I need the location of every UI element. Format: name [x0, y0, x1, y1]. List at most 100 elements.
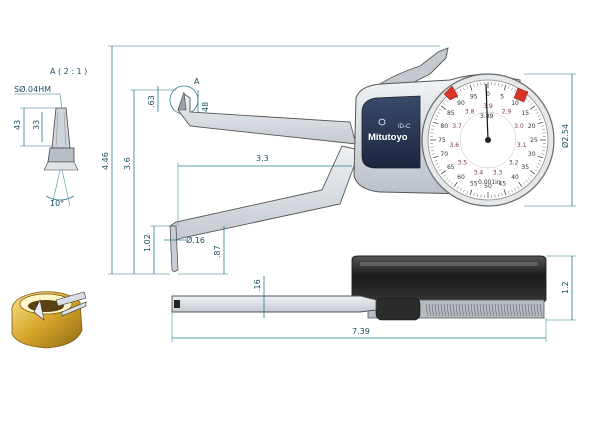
dial-inner-number: 3.7 — [452, 123, 462, 130]
side-probe-tip — [174, 300, 180, 308]
knurl-line — [446, 303, 449, 317]
dial-tick — [508, 86, 510, 89]
dial-tick — [525, 179, 528, 183]
detail-view-a: A ( 2 : 1 ) SØ.04HM 43 33 10° — [13, 67, 87, 208]
dial-tick — [434, 160, 437, 162]
dial-inner-number: 2.9 — [502, 108, 512, 115]
dial-tick — [537, 163, 541, 165]
dial-tick — [438, 169, 442, 172]
dial-outer-number: 15 — [521, 110, 529, 117]
knurl-line — [497, 303, 500, 317]
knurl-line — [506, 303, 509, 317]
dim-446: 4.46 — [101, 152, 110, 170]
dial-tick — [534, 108, 538, 111]
knurl-line — [431, 303, 434, 317]
dial-outer-number: 40 — [511, 174, 519, 181]
knurl-line — [524, 303, 527, 317]
dial-tick — [539, 160, 542, 162]
dial-inner-number: 3.3 — [493, 170, 503, 177]
dial-outer-number: 30 — [528, 151, 536, 158]
limit-marker-right — [513, 87, 529, 103]
dim-12: 1.2 — [561, 281, 570, 294]
dial-tick — [456, 186, 459, 190]
dial-tick — [440, 170, 447, 175]
dial-tick — [511, 87, 513, 91]
dim-87: .87 — [213, 245, 222, 258]
dial-tick — [466, 86, 468, 89]
dial-tick — [536, 166, 539, 169]
knurl-line — [485, 303, 488, 317]
dial-tick — [501, 193, 503, 197]
dim-48: 48 — [201, 102, 210, 112]
knurl-line — [467, 303, 470, 317]
dial-tick — [498, 82, 500, 87]
dial-tick — [530, 174, 533, 178]
dial-tick — [537, 121, 544, 125]
knurl-line — [452, 303, 455, 317]
dial-tick — [438, 108, 442, 111]
dial-tick — [530, 102, 533, 106]
dial-hub — [485, 137, 491, 143]
knurl-line — [539, 303, 542, 317]
knurl-line — [488, 303, 491, 317]
dial-tick — [459, 89, 462, 92]
dim-36: 3.6 — [123, 157, 132, 170]
dial-tick — [514, 188, 517, 191]
dial-tick — [537, 115, 541, 117]
knurl-line — [530, 303, 533, 317]
dial-outer-number: 85 — [447, 110, 455, 117]
dial-tick — [432, 121, 439, 125]
dial-tick — [437, 166, 440, 169]
dial-tick — [445, 177, 449, 180]
dial-tick — [443, 102, 446, 106]
dial-tick — [501, 83, 503, 87]
dial-tick — [511, 189, 513, 193]
dial-outer-number: 50 — [484, 183, 492, 190]
dial-tick — [443, 174, 446, 178]
dial-inner-number: 3.8 — [465, 108, 475, 115]
dial-outer-number: 80 — [440, 123, 448, 130]
knurl-line — [482, 303, 485, 317]
sphere-label: SØ.04HM — [14, 84, 51, 94]
dial-tick — [541, 125, 545, 127]
dial-outer-number: 75 — [438, 137, 446, 144]
dial-tick — [529, 170, 536, 175]
dial-outer-number: 0 — [486, 91, 490, 98]
dial-tick — [518, 181, 523, 188]
dial-inner-number: 3.4 — [474, 170, 484, 177]
knurl-line — [515, 303, 518, 317]
dial-tick — [445, 100, 449, 103]
dial-tick — [541, 128, 546, 130]
knurl-line — [464, 303, 467, 317]
dial-inner-number: 3.1 — [517, 142, 527, 149]
knurl-line — [491, 303, 494, 317]
dial-tick — [431, 125, 435, 127]
dial-tick — [527, 177, 531, 180]
dial-tick — [430, 150, 435, 152]
dial-needle — [485, 83, 489, 141]
knurl-line — [437, 303, 440, 317]
dial-tick — [463, 87, 465, 91]
limit-marker-left — [443, 85, 459, 101]
dial-tick — [469, 189, 473, 196]
knurl-line — [434, 303, 437, 317]
side-view: .16 1.2 7.39 — [171, 255, 576, 342]
dim-phi16: Ø.16 — [186, 235, 205, 245]
angle-10: 10° — [50, 199, 64, 208]
dial-tick — [529, 105, 536, 110]
dial-tick — [536, 111, 539, 114]
knurl-line — [428, 303, 431, 317]
dial-tick — [448, 179, 451, 183]
dial-tick — [473, 83, 475, 87]
knurl-line — [470, 303, 473, 317]
knurl-line — [455, 303, 458, 317]
knurl-line — [425, 303, 428, 317]
knurl-line — [536, 303, 539, 317]
dial-outer-number: 10 — [511, 100, 519, 107]
dial-outer-number: 20 — [528, 123, 536, 130]
dial-outer-number: 5 — [500, 93, 504, 100]
front-view: 4.46 3.6 .63 48 A 3.3 1.02 Ø.16 — [101, 45, 576, 275]
